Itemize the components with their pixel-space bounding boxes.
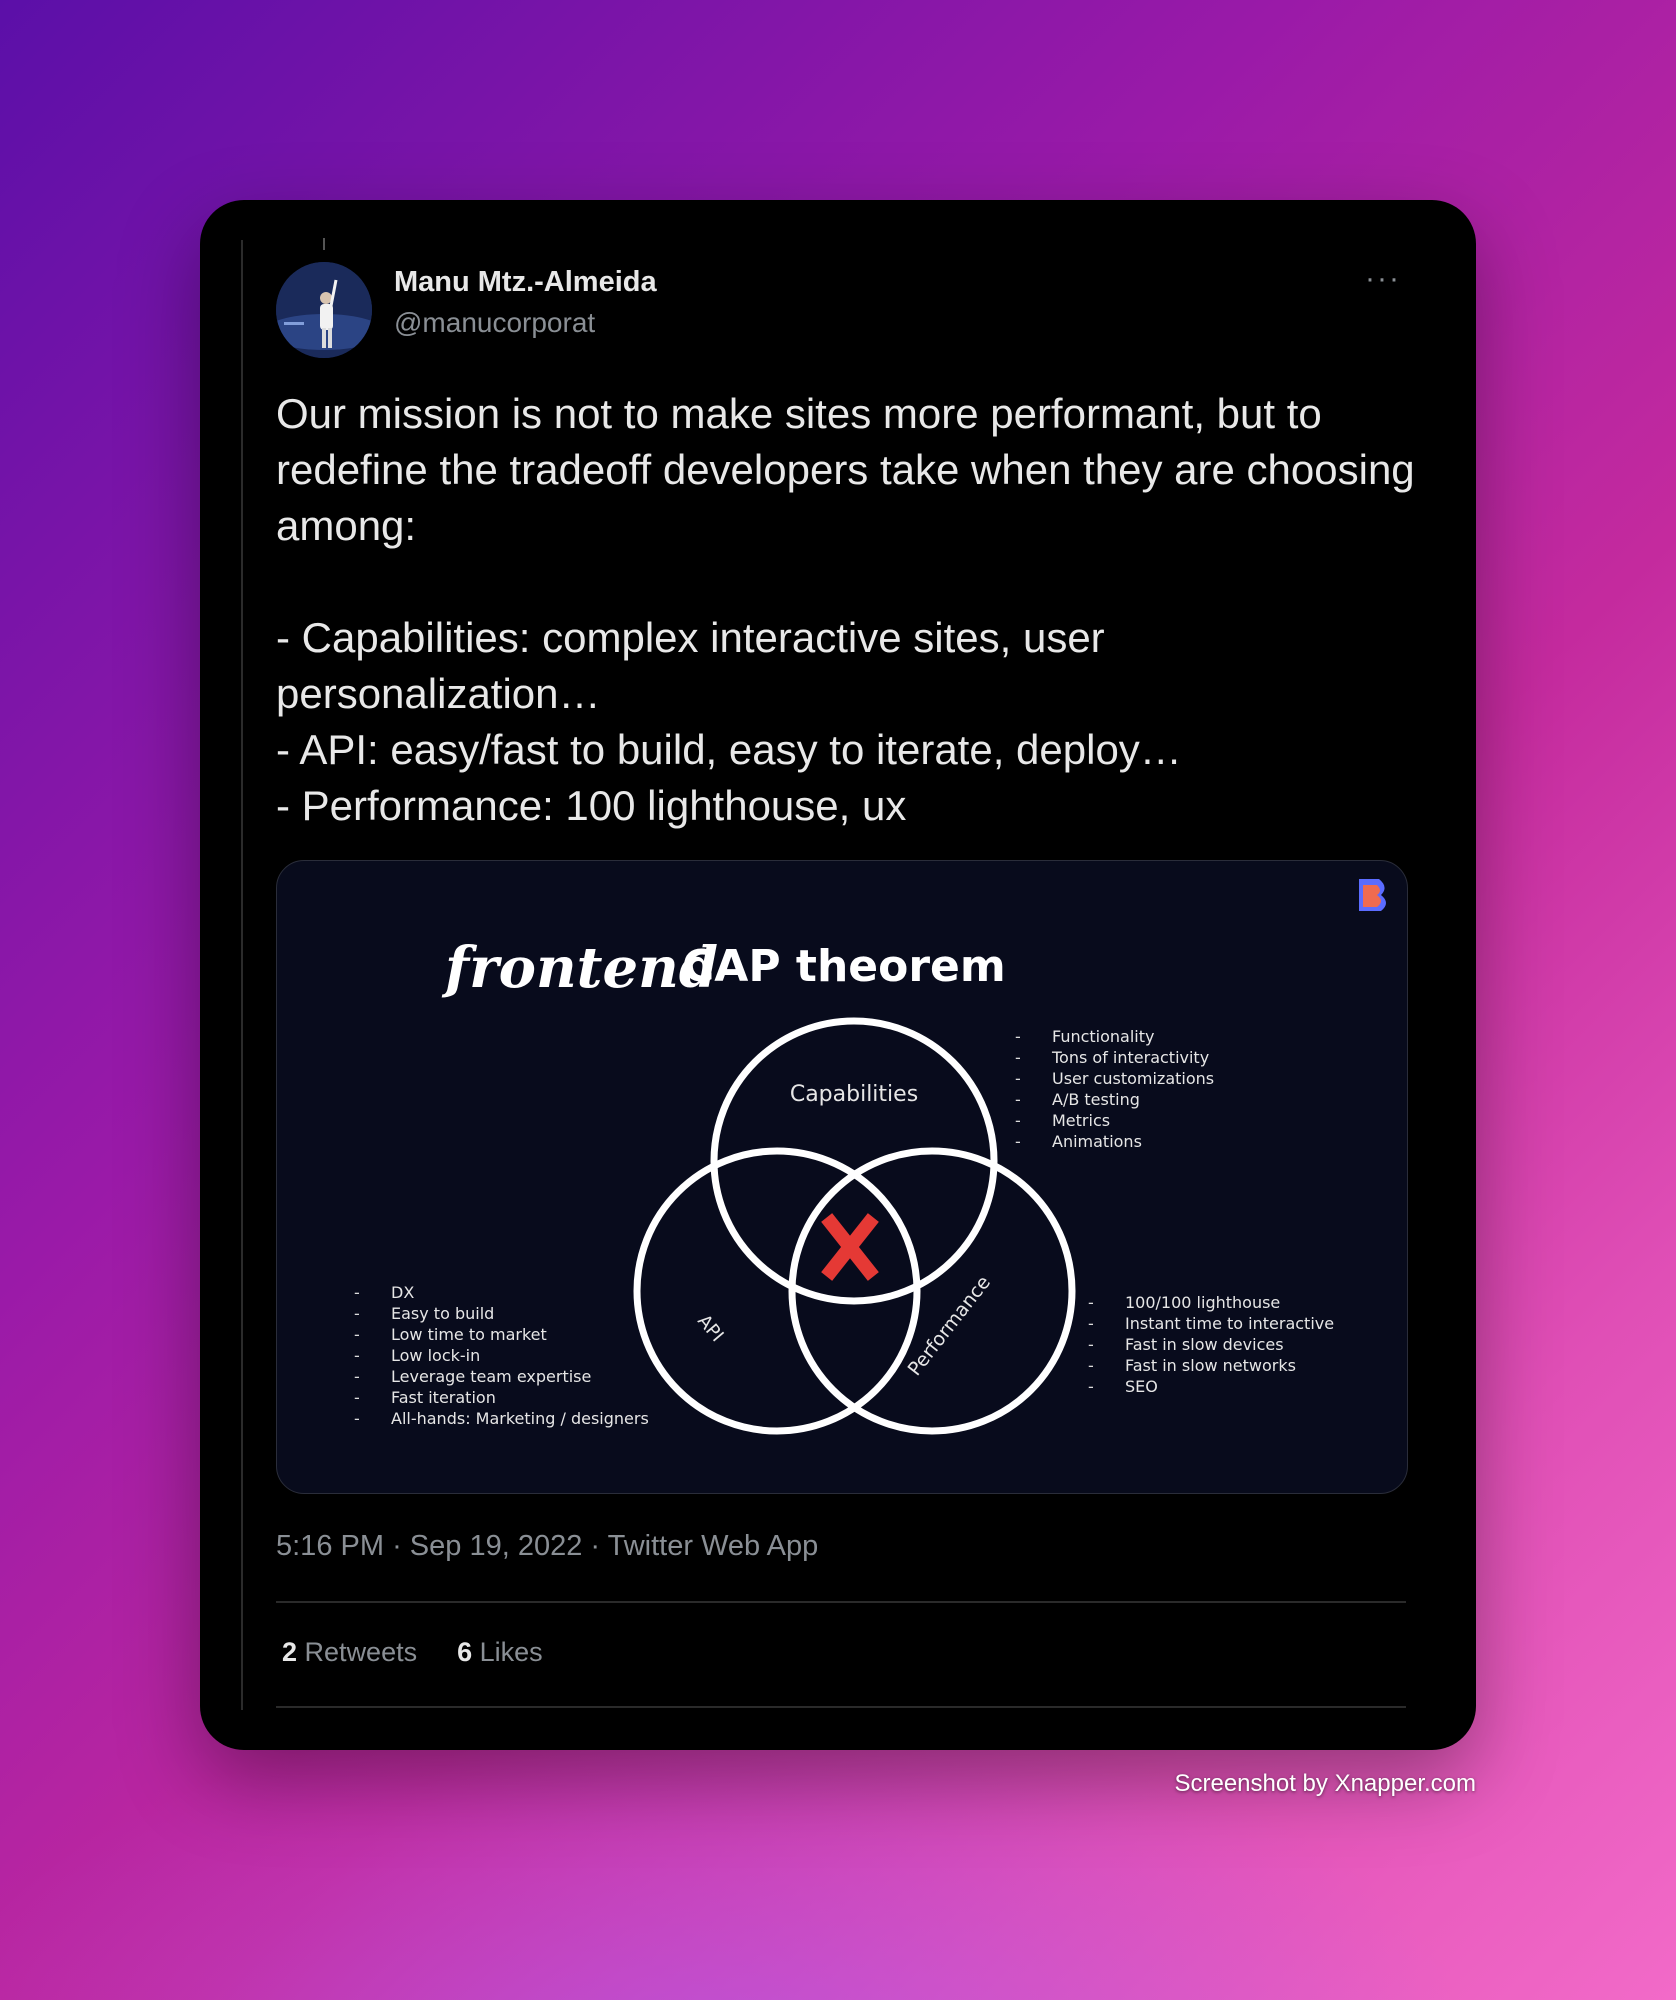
cap-theorem-slide: frontend CAP theorem Capabilities API Pe…	[354, 879, 1386, 1435]
brand-logo-icon	[1359, 879, 1386, 911]
list-bullet: -	[354, 1304, 360, 1323]
watermark: Screenshot by Xnapper.com	[1174, 1770, 1476, 1797]
meta-separator: ·	[392, 1530, 402, 1562]
divider	[276, 1601, 1406, 1603]
likes-stat[interactable]: 6 Likes	[457, 1637, 543, 1668]
list-item: Leverage team expertise	[391, 1367, 591, 1386]
tweet-client[interactable]: Twitter Web App	[607, 1530, 819, 1562]
avatar-image	[276, 262, 372, 358]
tweet-stats: 2 Retweets 6 Likes	[282, 1637, 543, 1668]
retweets-count: 2	[282, 1637, 298, 1667]
list-item: Easy to build	[391, 1304, 494, 1323]
list-item: Metrics	[1052, 1111, 1110, 1130]
capabilities-circle	[710, 1017, 998, 1305]
tweet-text: Our mission is not to make sites more pe…	[276, 390, 1415, 829]
list-item: All-hands: Marketing / designers	[391, 1409, 649, 1428]
slide-title: CAP theorem	[682, 941, 1006, 992]
tweet-date[interactable]: Sep 19, 2022	[409, 1530, 583, 1562]
list-item: Low time to market	[391, 1325, 547, 1344]
tweet-media-image[interactable]: frontend CAP theorem Capabilities API Pe…	[276, 860, 1408, 1494]
author-name[interactable]: Manu Mtz.-Almeida	[394, 266, 657, 298]
list-item: Fast in slow devices	[1125, 1335, 1284, 1354]
slide-title-script: frontend	[441, 935, 718, 1001]
more-options-icon[interactable]: ···	[1365, 262, 1401, 295]
meta-separator: ·	[590, 1530, 601, 1562]
retweets-label: Retweets	[304, 1637, 418, 1667]
list-bullet: -	[1015, 1027, 1021, 1046]
list-bullet: -	[354, 1346, 360, 1365]
list-item: Instant time to interactive	[1125, 1314, 1334, 1333]
performance-list: - 100/100 lighthouse - Instant time to inte…	[1088, 1293, 1334, 1396]
api-circle	[633, 1147, 921, 1435]
list-bullet: -	[354, 1283, 360, 1302]
list-item: Fast in slow networks	[1125, 1356, 1296, 1375]
thread-line	[241, 240, 243, 1710]
list-item: Fast iteration	[391, 1388, 496, 1407]
performance-circle	[788, 1147, 1076, 1435]
list-bullet: -	[1088, 1356, 1094, 1375]
list-bullet: -	[1015, 1069, 1021, 1088]
api-label: API	[693, 1311, 727, 1346]
list-bullet: -	[1015, 1132, 1021, 1151]
list-bullet: -	[1088, 1314, 1094, 1333]
list-bullet: -	[1088, 1293, 1094, 1312]
list-item: User customizations	[1052, 1069, 1214, 1088]
list-item: A/B testing	[1052, 1090, 1140, 1109]
capabilities-list: - Functionality - Tons of interactivity - Use…	[1015, 1027, 1214, 1151]
list-item: Animations	[1052, 1132, 1142, 1151]
list-item: 100/100 lighthouse	[1125, 1293, 1280, 1312]
avatar[interactable]	[276, 262, 372, 358]
author-handle[interactable]: @manucorporat	[394, 307, 596, 338]
list-item: Low lock-in	[391, 1346, 480, 1365]
list-item: Functionality	[1052, 1027, 1155, 1046]
list-bullet: -	[354, 1367, 360, 1386]
list-item: SEO	[1125, 1377, 1158, 1396]
list-bullet: -	[1088, 1377, 1094, 1396]
api-list: - DX - Easy to build - Low time to market - Low…	[354, 1283, 649, 1428]
list-bullet: -	[1015, 1048, 1021, 1067]
list-bullet: -	[1015, 1111, 1021, 1130]
likes-count: 6	[457, 1637, 473, 1667]
list-bullet: -	[354, 1388, 360, 1407]
list-bullet: -	[354, 1409, 360, 1428]
conflict-x-icon	[821, 1213, 879, 1281]
thread-connector	[323, 238, 325, 250]
divider	[276, 1706, 1406, 1708]
likes-label: Likes	[479, 1637, 543, 1667]
capabilities-label: Capabilities	[790, 1082, 918, 1107]
list-bullet: -	[1015, 1090, 1021, 1109]
tweet-card: Manu Mtz.-Almeida @manucorporat ··· Our …	[200, 200, 1476, 1750]
list-bullet: -	[1088, 1335, 1094, 1354]
retweets-stat[interactable]: 2 Retweets	[282, 1637, 417, 1668]
tweet-meta: 5:16 PM · Sep 19, 2022 · Twitter Web App	[276, 1530, 818, 1563]
list-item: Tons of interactivity	[1051, 1048, 1209, 1067]
list-bullet: -	[354, 1325, 360, 1344]
tweet-time[interactable]: 5:16 PM	[276, 1530, 384, 1562]
list-item: DX	[391, 1283, 414, 1302]
